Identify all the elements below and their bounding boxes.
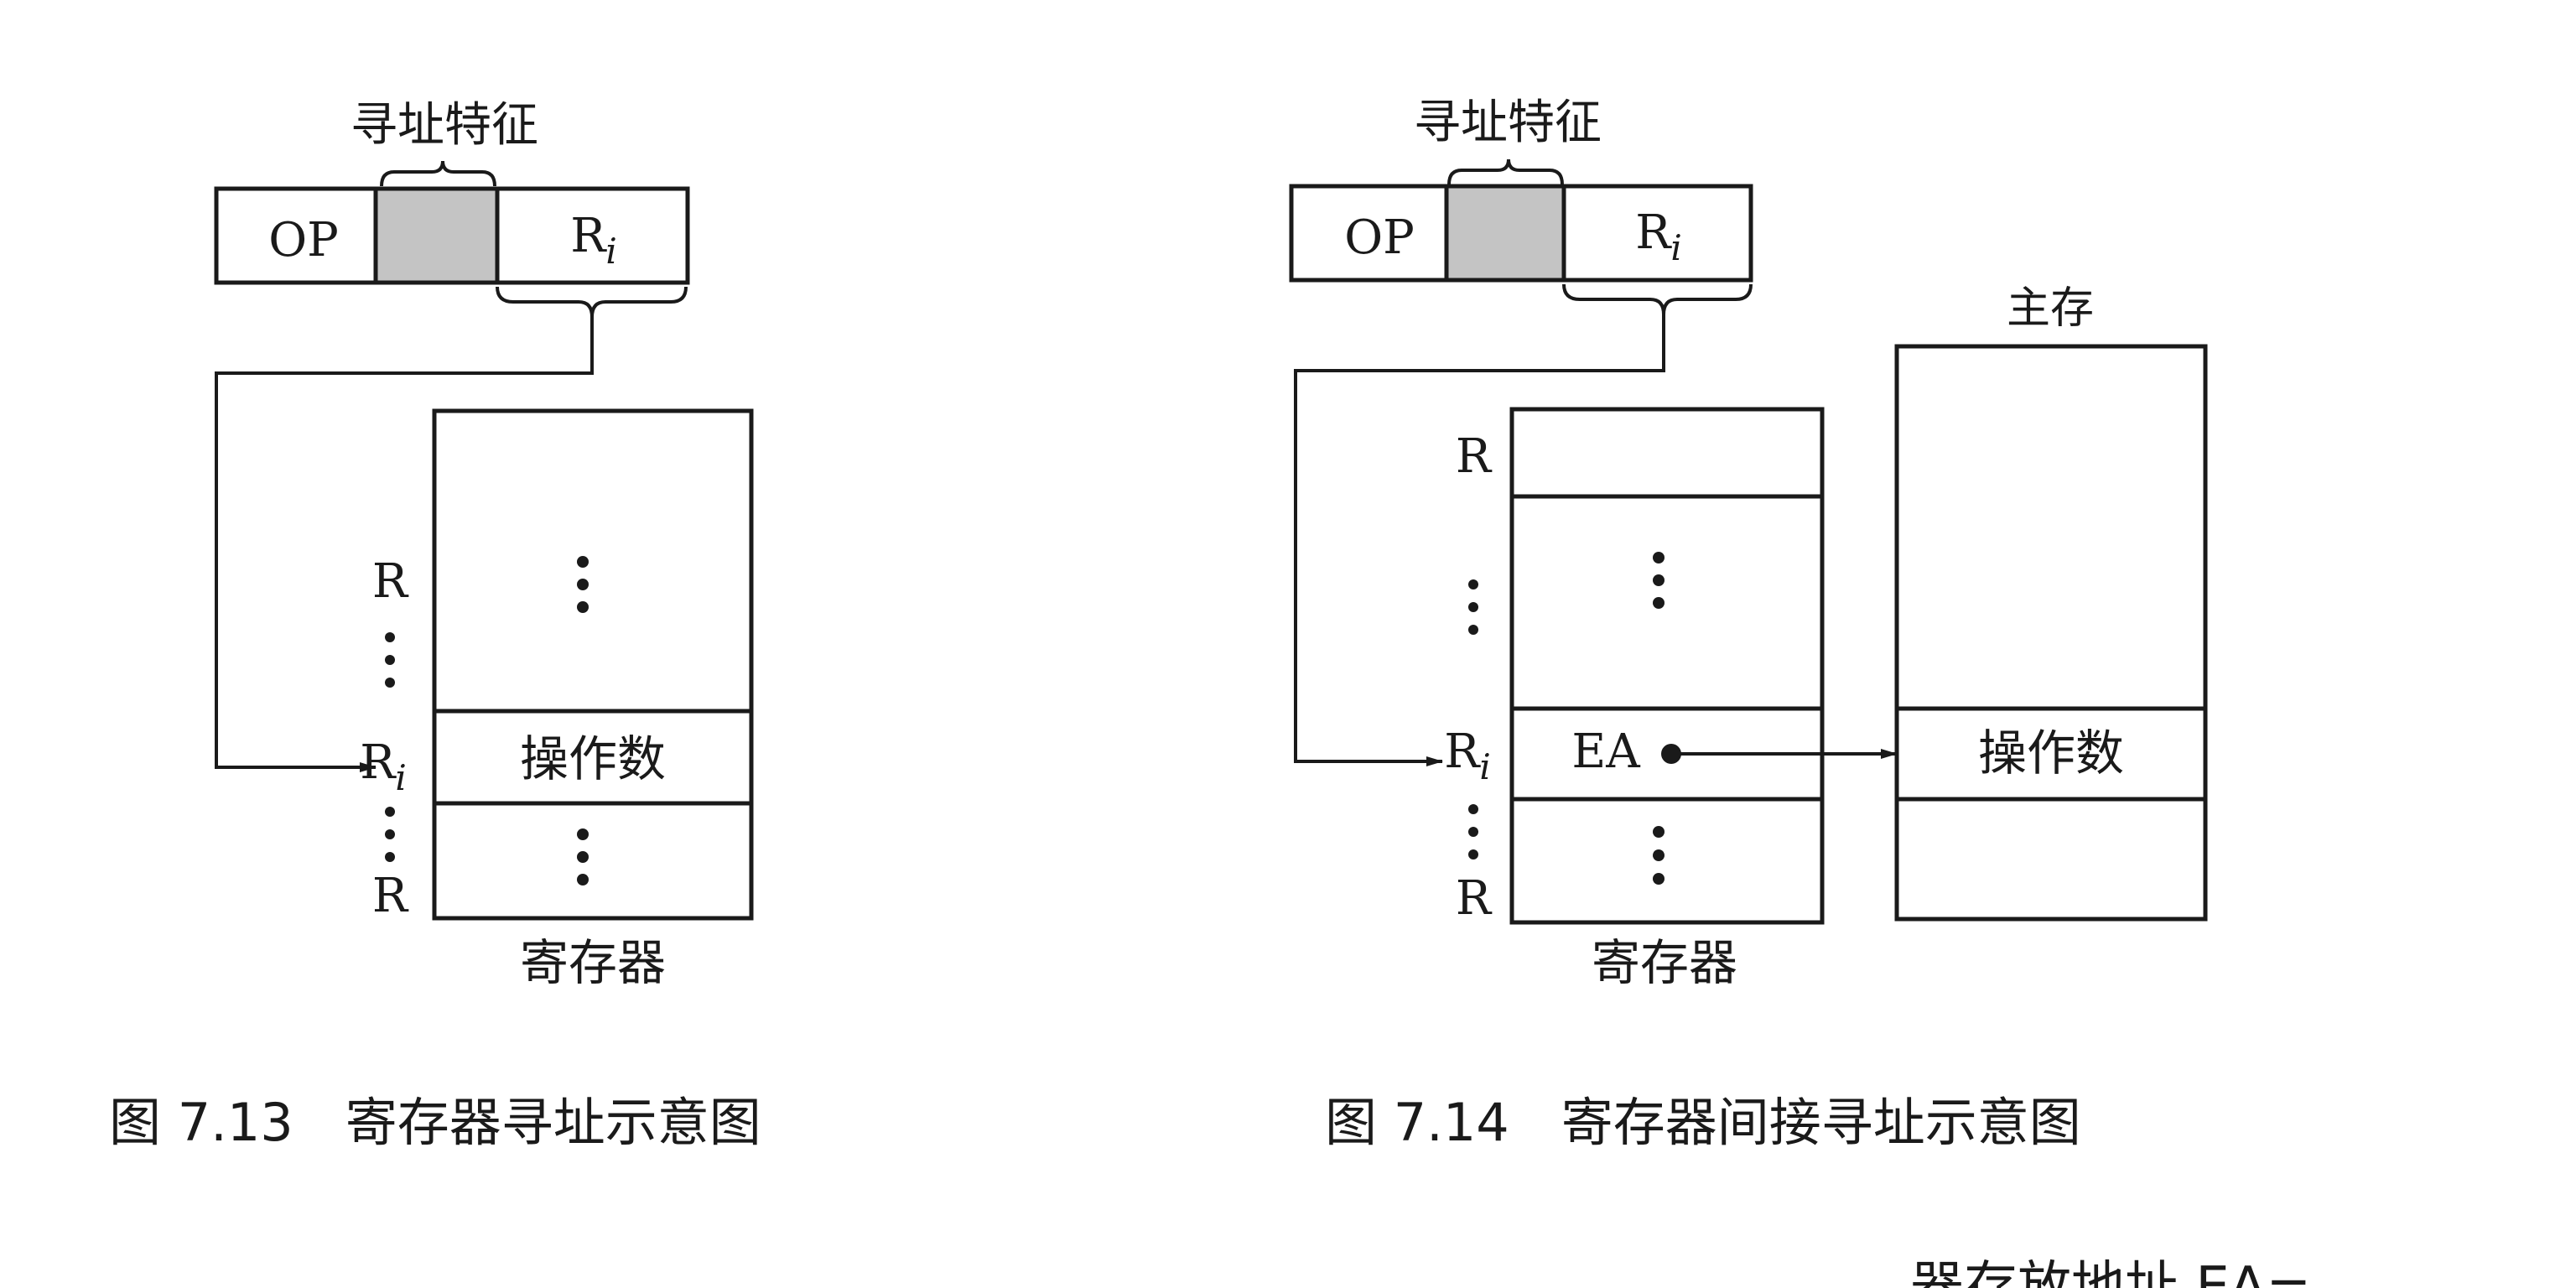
register-file-label: 寄存器 bbox=[1592, 934, 1737, 991]
op-field-label: OP bbox=[268, 213, 339, 267]
figure-7-14: 寻址特征 OP Ri R Ri R EA bbox=[1289, 96, 2208, 1153]
register-file-label: 寄存器 bbox=[520, 934, 666, 991]
addressing-feature-brace bbox=[380, 160, 496, 187]
addressing-feature-field bbox=[1444, 184, 1566, 283]
register-label-r-bottom: R bbox=[372, 869, 409, 923]
addressing-feature-brace bbox=[1447, 158, 1564, 185]
footer-text-fragment: ——器存放地址 EA= bbox=[1803, 1256, 2311, 1288]
left-ellipsis-lower bbox=[385, 807, 395, 862]
ea-label: EA bbox=[1571, 724, 1640, 779]
ri-field-sub: i bbox=[1670, 227, 1681, 268]
register-ellipsis-bottom bbox=[577, 828, 589, 886]
left-ellipsis-upper bbox=[1468, 579, 1478, 635]
ri-brace bbox=[496, 286, 688, 318]
register-ellipsis-top bbox=[577, 556, 589, 613]
figure-7-13: 寻址特征 OP Ri R Ri R bbox=[109, 98, 761, 1153]
register-ellipsis-top bbox=[1653, 552, 1665, 609]
register-label-ri-main: R bbox=[360, 735, 397, 790]
register-file-box bbox=[1509, 407, 1825, 925]
register-ellipsis-bottom bbox=[1653, 826, 1665, 885]
register-file-box bbox=[432, 408, 754, 921]
pointer-arrow bbox=[1294, 314, 1665, 766]
ri-field-sub: i bbox=[605, 231, 616, 272]
pointer-arrow bbox=[215, 317, 594, 772]
addressing-feature-field bbox=[373, 186, 500, 285]
main-memory-label: 主存 bbox=[2007, 283, 2094, 334]
ri-field-main: R bbox=[570, 209, 607, 263]
main-memory-box bbox=[1894, 344, 2208, 922]
register-label-ri-sub: i bbox=[1479, 746, 1490, 787]
register-label-ri: Ri bbox=[1444, 724, 1491, 787]
ri-field-label: Ri bbox=[570, 209, 617, 272]
register-label-ri: Ri bbox=[360, 735, 407, 798]
operand-label: 操作数 bbox=[1978, 724, 2124, 782]
addressing-feature-label: 寻址特征 bbox=[351, 98, 538, 153]
register-label-r-bottom: R bbox=[1456, 871, 1493, 926]
register-label-ri-main: R bbox=[1444, 724, 1481, 779]
register-label-r-top: R bbox=[372, 554, 409, 609]
figure-caption: 图 7.14 寄存器间接寻址示意图 bbox=[1325, 1092, 2081, 1153]
left-ellipsis-lower bbox=[1468, 804, 1478, 860]
left-ellipsis-upper bbox=[385, 632, 395, 688]
register-label-r-top: R bbox=[1456, 429, 1493, 484]
figure-caption: 图 7.13 寄存器寻址示意图 bbox=[109, 1092, 761, 1153]
ri-field-main: R bbox=[1635, 205, 1672, 260]
op-field-label: OP bbox=[1344, 210, 1415, 265]
operand-label: 操作数 bbox=[520, 730, 666, 787]
addressing-feature-label: 寻址特征 bbox=[1414, 96, 1602, 150]
ri-brace bbox=[1562, 283, 1753, 315]
ri-field-label: Ri bbox=[1635, 205, 1682, 268]
register-label-ri-sub: i bbox=[395, 757, 406, 798]
